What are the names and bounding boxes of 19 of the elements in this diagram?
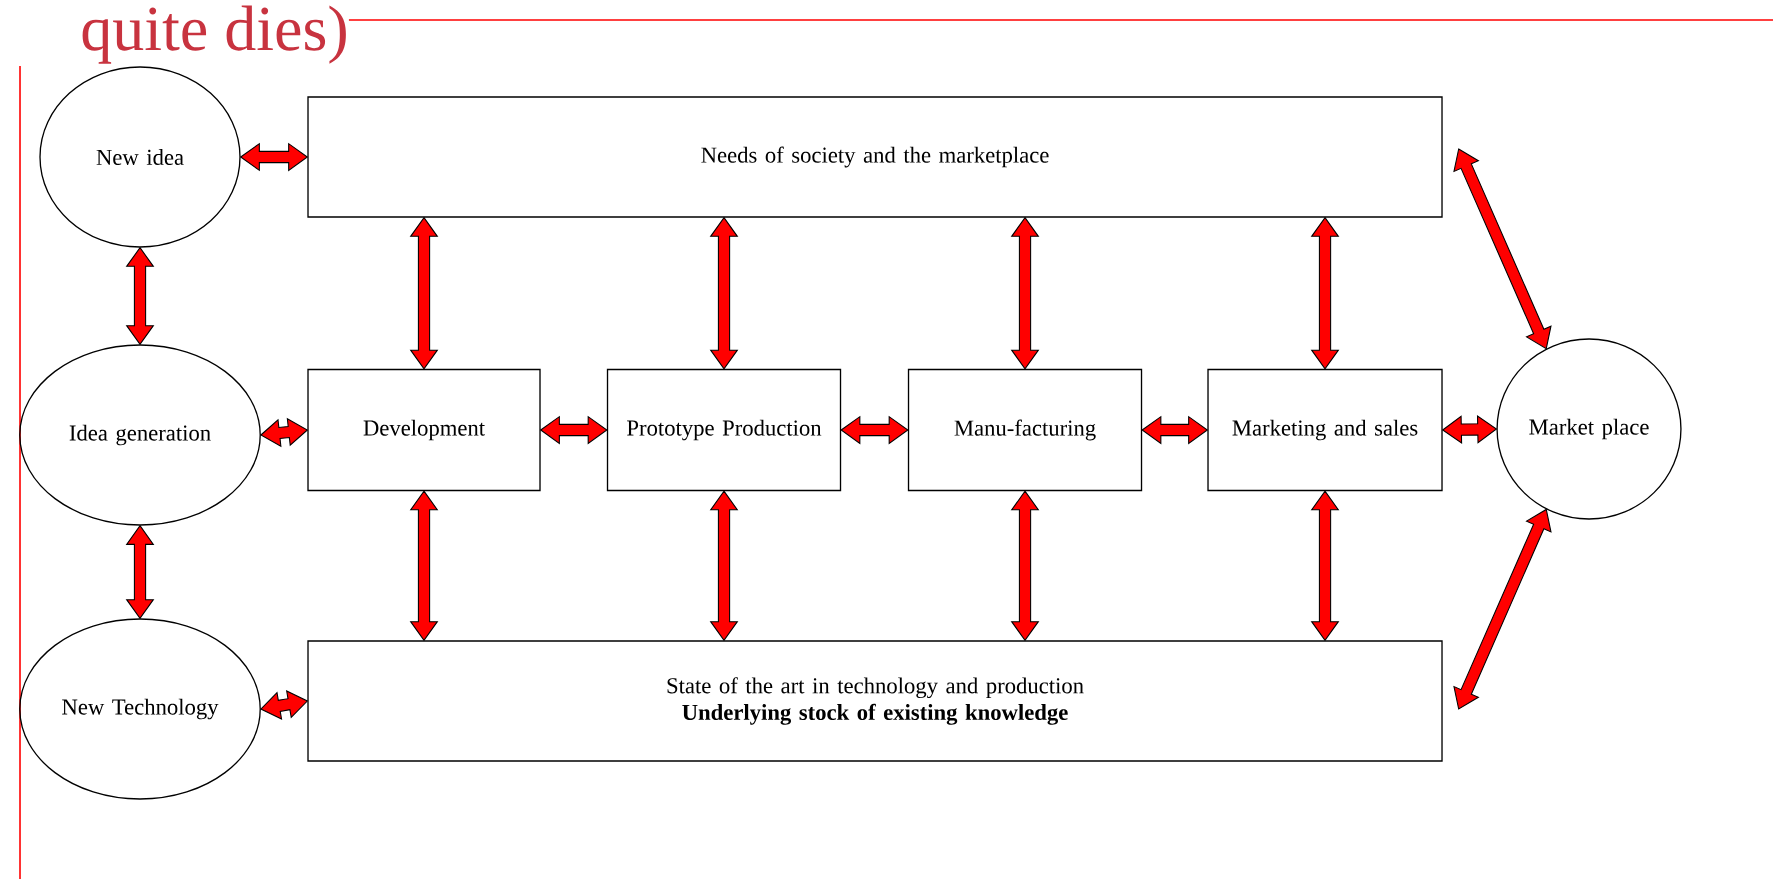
ellipse-node: New Technology xyxy=(19,618,261,800)
title: quite dies) xyxy=(82,5,346,64)
double-arrow xyxy=(1010,490,1040,642)
process-box: State of the art in technology and production Underlying stock of existing knowledge xyxy=(307,640,1443,762)
process-box: Marketing and sales xyxy=(1207,368,1443,492)
ellipse-node: Market place xyxy=(1496,338,1682,520)
double-arrow xyxy=(709,490,739,642)
double-arrow xyxy=(1141,415,1209,445)
double-arrow xyxy=(840,415,909,445)
process-box: Manu-facturing xyxy=(907,368,1143,492)
ellipse-node: New idea xyxy=(39,66,241,248)
ellipse-node: Idea generation xyxy=(19,344,261,526)
double-arrow xyxy=(409,490,439,642)
process-box: Development xyxy=(307,368,541,492)
process-box: Needs of society and the marketplace xyxy=(307,96,1443,218)
double-arrow xyxy=(1453,148,1552,350)
process-box: Prototype Production xyxy=(606,368,842,492)
double-arrow xyxy=(1310,490,1340,642)
double-arrow xyxy=(1453,508,1552,710)
